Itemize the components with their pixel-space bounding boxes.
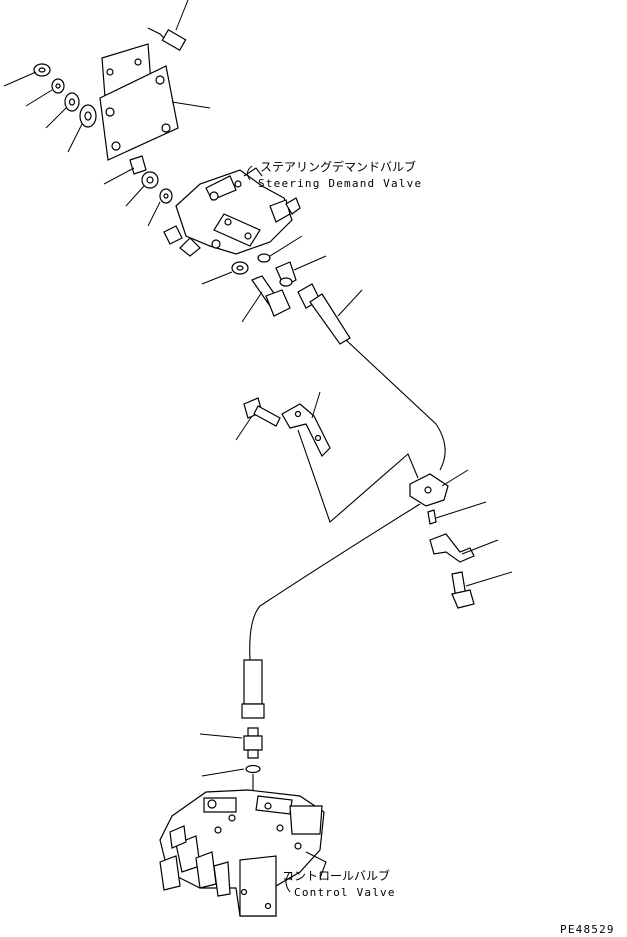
control-valve-label-en: Control Valve	[294, 886, 396, 899]
elbow-fitting	[275, 255, 327, 287]
steering-demand-valve	[163, 167, 301, 257]
small-pin	[427, 501, 487, 525]
adapter-fitting	[199, 727, 263, 759]
lower-o-ring	[201, 764, 261, 777]
steering-valve-label-jp: ステアリングデマンドバルブ	[260, 159, 416, 174]
lower-bracket	[429, 533, 499, 563]
routing-line	[297, 429, 419, 523]
hose-upper	[297, 283, 446, 471]
steering-valve-label-en: Steering Demand Valve	[258, 177, 422, 190]
cover-plate	[99, 65, 211, 161]
mid-bracket	[281, 391, 331, 458]
lower-bolt	[451, 571, 513, 609]
nut-washer-stack	[3, 63, 97, 153]
small-fittings	[103, 155, 173, 227]
part-number: PE48529	[560, 923, 615, 936]
control-label-bracket	[285, 871, 291, 893]
top-bolt	[147, 0, 189, 52]
steering-label-bracket	[246, 165, 253, 181]
washer-bolt	[201, 261, 291, 323]
clamp-block	[409, 469, 469, 507]
control-valve-label-jp: コントロールバルブ	[282, 868, 390, 883]
o-ring-fitting	[257, 235, 303, 263]
hose-lower	[249, 503, 421, 661]
mid-bolt	[235, 397, 281, 441]
hose-end-fitting	[241, 659, 265, 719]
control-valve	[159, 789, 327, 917]
